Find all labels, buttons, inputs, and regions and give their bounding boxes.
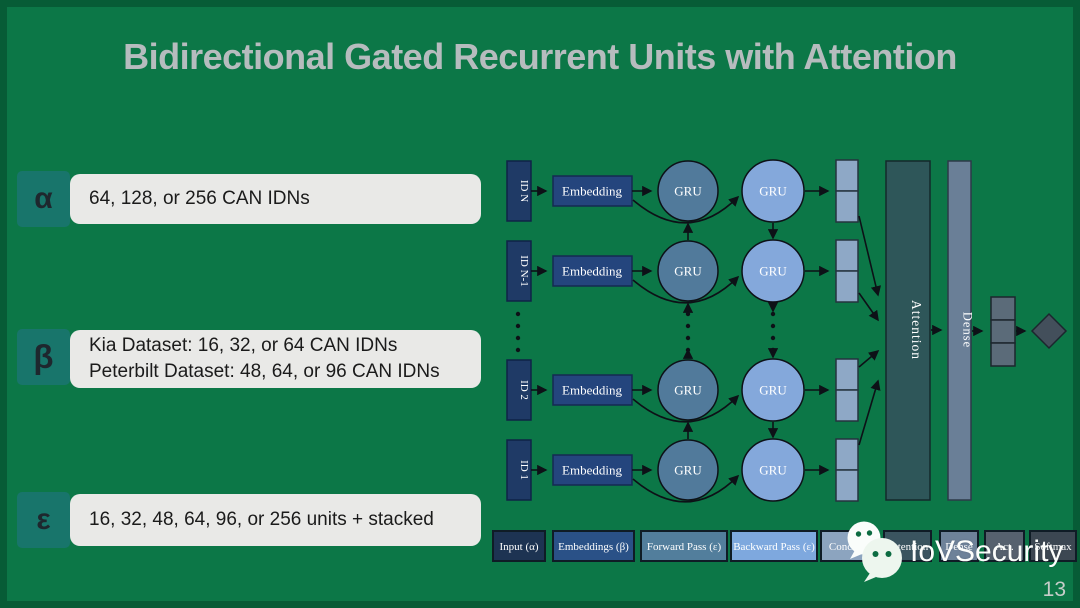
attention-layer: Attention: [885, 160, 931, 501]
id-box-label: ID N: [518, 180, 530, 202]
act-cell: [990, 296, 1016, 321]
legend-swatch: [939, 530, 979, 562]
embedding-label: Embedding: [562, 463, 622, 478]
callout-epsilon-symbol: ε: [36, 503, 51, 536]
legend-label: Softmax: [1034, 541, 1072, 553]
concat-cell: [835, 358, 859, 391]
legend-swatch: [552, 530, 635, 562]
callout-beta-line1: Kia Dataset: 16, 32, or 64 CAN IDNs: [89, 334, 398, 356]
concat-cell: [835, 190, 859, 223]
watermark-text: IoVSecurity: [910, 535, 1064, 568]
embedding-box: [552, 255, 633, 287]
id-box-label: ID 2: [518, 380, 530, 400]
id-box-label: ID 1: [518, 460, 530, 480]
attention-box: [885, 160, 931, 501]
callout-epsilon-badge: ε: [17, 492, 70, 548]
gru-backward-node: [741, 239, 805, 303]
gru-label: GRU: [759, 264, 787, 279]
gru-label: GRU: [759, 463, 787, 478]
id-box: [506, 240, 532, 302]
legend-swatch: [1029, 530, 1077, 562]
legend-item-input: Input (α): [492, 530, 546, 562]
sequence-ellipsis-dots: [515, 311, 776, 353]
activation-stack: [990, 296, 1016, 367]
act-cell: [990, 319, 1016, 344]
concat-cell: [835, 270, 859, 303]
id-box: [506, 160, 532, 222]
legend-swatch: [640, 530, 728, 562]
gru-label: GRU: [759, 383, 787, 398]
legend-swatch: [984, 530, 1025, 562]
diagram-row-id2: ID 2 Embedding GRU GRU: [506, 349, 880, 423]
concat-cell: [835, 159, 859, 192]
callout-epsilon-body: 16, 32, 48, 64, 96, or 256 units + stack…: [70, 494, 481, 546]
dense-layer: Dense: [947, 160, 975, 501]
legend-swatch: [492, 530, 546, 562]
callout-alpha-text: 64, 128, or 256 CAN IDNs: [89, 187, 310, 209]
legend-item-embeddings: Embeddings (β): [552, 530, 635, 562]
concat-cell: [835, 239, 859, 272]
dense-label: Dense: [961, 312, 975, 348]
callout-beta-symbol: β: [33, 338, 54, 375]
page-title: Bidirectional Gated Recurrent Units with…: [123, 36, 957, 77]
diagram-row-idN: ID N Embedding GRU GRU: [506, 159, 881, 297]
gru-backward-node: [741, 159, 805, 223]
gru-label: GRU: [674, 184, 702, 199]
callout-beta-line2: Peterbilt Dataset: 48, 64, or 96 CAN IDN…: [89, 361, 440, 382]
gru-backward-node: [741, 358, 805, 422]
diagram-row-id1: ID 1 Embedding GRU GRU: [506, 379, 881, 503]
concat-cell: [835, 438, 859, 471]
legend-swatch: [730, 530, 818, 562]
legend-label: Forward Pass (ε): [647, 541, 722, 553]
legend-item-dense: Dense: [939, 530, 979, 562]
gru-backward-node: [741, 438, 805, 502]
gru-label: GRU: [759, 184, 787, 199]
gru-label: GRU: [674, 264, 702, 279]
id-box: [506, 359, 532, 421]
gru-forward-node: [657, 439, 719, 501]
id-box: [506, 439, 532, 501]
legend-label: Embeddings (β): [558, 541, 629, 553]
legend-label: Backward Pass (ε): [733, 541, 815, 553]
softmax-diamond: [1030, 312, 1068, 350]
callout-beta-body: Kia Dataset: 16, 32, or 64 CAN IDNs Pete…: [70, 330, 481, 388]
legend-label: Dense: [945, 541, 973, 553]
legend-item-forward-pass: Forward Pass (ε): [640, 530, 728, 562]
gru-forward-node: [657, 160, 719, 222]
callout-alpha-body: 64, 128, or 256 CAN IDNs: [70, 174, 481, 224]
embedding-box: [552, 175, 633, 207]
callout-beta-badge: β: [17, 329, 70, 385]
concat-cell: [835, 469, 859, 502]
watermark: IoVSecurity: [842, 518, 1063, 586]
wechat-icon: [847, 521, 902, 582]
diagram-row-idN1: ID N-1 Embedding GRU GRU: [506, 239, 879, 322]
page-number: 13: [1042, 578, 1066, 601]
embedding-label: Embedding: [562, 383, 622, 398]
gru-label: GRU: [674, 383, 702, 398]
attention-label: Attention: [909, 300, 924, 360]
embedding-label: Embedding: [562, 184, 622, 199]
callout-alpha-badge: α: [17, 171, 70, 227]
embedding-label: Embedding: [562, 264, 622, 279]
legend-label: Input (α): [499, 541, 538, 553]
callout-alpha-symbol: α: [34, 182, 53, 215]
legend-item-backward-pass: Backward Pass (ε): [730, 530, 818, 562]
legend-label: Act.: [995, 541, 1014, 553]
recurrent-arrows: [682, 222, 779, 439]
dense-box: [947, 160, 972, 501]
gru-forward-node: [657, 240, 719, 302]
gru-forward-node: [657, 359, 719, 421]
act-cell: [990, 342, 1016, 367]
legend-item-softmax: Softmax: [1029, 530, 1077, 562]
gru-label: GRU: [674, 463, 702, 478]
legend-item-act: Act.: [984, 530, 1025, 562]
concat-cell: [835, 389, 859, 422]
id-box-label: ID N-1: [518, 255, 530, 286]
callout-epsilon-text: 16, 32, 48, 64, 96, or 256 units + stack…: [89, 508, 434, 530]
embedding-box: [552, 374, 633, 406]
